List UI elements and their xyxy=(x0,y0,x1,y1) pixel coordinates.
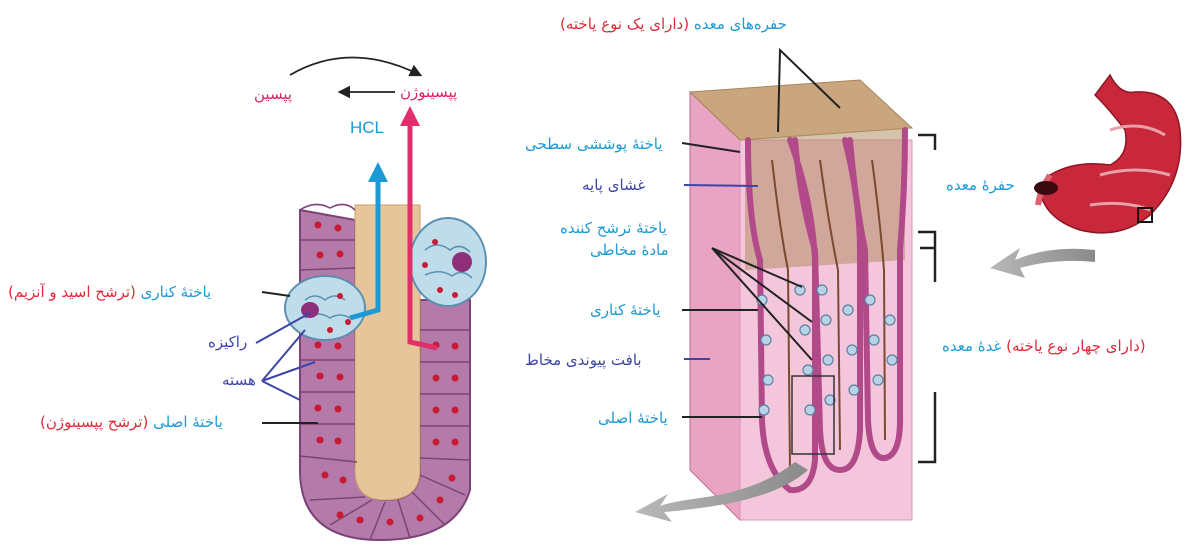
parietal-cell-right xyxy=(410,218,486,306)
gastric-gland-label: (دارای چهار نوع یاخته) غدهٔ معده xyxy=(942,336,1146,356)
parietal-cell-function: (ترشح اسید و آنزیم) xyxy=(8,283,136,301)
nucleus-label: هسته xyxy=(222,370,256,390)
conversion-arrow-curved xyxy=(290,58,420,76)
stomach-icon xyxy=(1034,75,1181,233)
parietal-cell-label-left: یاختهٔ کناری (ترشح اسید و آنزیم) xyxy=(8,282,211,302)
parietal-cell-label-right: یاختهٔ کناری xyxy=(590,300,661,320)
hcl-label: HCL xyxy=(350,118,384,138)
ribosome-label: راکیزه xyxy=(208,332,247,352)
stomach-wall-block xyxy=(682,50,935,520)
gastric-pits-note: (دارای یک نوع یاخته) xyxy=(560,15,689,33)
chief-cell-label-left: یاختهٔ اصلی (ترشح پپسینوژن) xyxy=(40,412,223,432)
chief-cell-label-right: یاختهٔ اصلی xyxy=(598,408,668,428)
parietal-cell-name: یاختهٔ کناری xyxy=(141,283,212,301)
pepsinogen-label-top: پپسینوژن xyxy=(400,82,457,102)
section-brackets xyxy=(918,135,935,462)
connective-tissue-label: بافت پیوندی مخاط xyxy=(525,350,642,370)
parietal-cell-left xyxy=(285,276,365,340)
mucus-cell-label-2: مادهٔ مخاطی xyxy=(590,240,669,260)
chief-cell-name: یاختهٔ اصلی xyxy=(153,413,223,431)
gastric-gland-note: (دارای چهار نوع یاخته) xyxy=(1006,337,1145,355)
block-side-face xyxy=(690,92,740,520)
gastric-gland-name: غدهٔ معده xyxy=(942,337,1001,355)
gastric-pits-name: حفره‌های معده xyxy=(694,15,787,33)
gastric-pit-label: حفرهٔ معده xyxy=(946,175,1015,195)
flow-arrow-right xyxy=(990,248,1095,278)
mucus-cell-label-1: یاختهٔ ترشح کننده xyxy=(560,218,667,238)
chief-cell-function: (ترشح پپسینوژن) xyxy=(40,413,148,431)
surface-cell-label: یاختهٔ پوششی سطحی xyxy=(525,134,663,154)
pepsin-label: پپسین xyxy=(254,84,292,104)
gastric-pits-title: حفره‌های معده (دارای یک نوع یاخته) xyxy=(560,14,787,34)
basement-membrane-label: غشای پایه xyxy=(582,175,645,195)
